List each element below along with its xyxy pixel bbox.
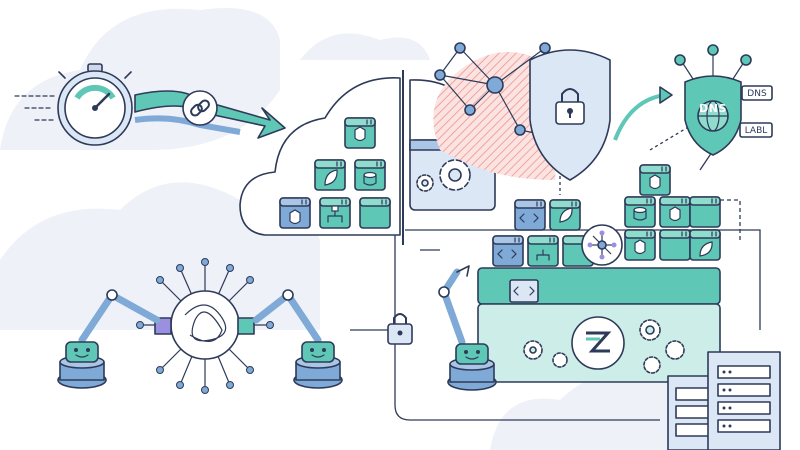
cube-stack-right: [492, 164, 721, 267]
padlock-icon: [387, 313, 413, 345]
code-icon: [509, 279, 539, 303]
gear-icon: [665, 340, 685, 360]
gear-icon: [639, 319, 661, 341]
labl-tag-label: LABL: [745, 126, 768, 136]
dns-badge-text: DNS: [699, 102, 727, 115]
labl-tag: [739, 122, 773, 138]
shield-icon: [634, 239, 646, 255]
gear-icon: [643, 356, 661, 374]
padlock-icon: [555, 88, 585, 125]
leaf-icon: [559, 207, 573, 223]
shield-icon: [354, 126, 366, 142]
shield-icon: [669, 206, 681, 222]
server-rack-icon: [667, 351, 781, 450]
dns-tag-label: DNS: [747, 89, 767, 99]
robot-arm-icon: [438, 265, 497, 391]
brand-logo-icon: [571, 316, 625, 370]
hub-node-icon: [581, 224, 623, 266]
robot-arm-icon: [252, 289, 343, 389]
robot-arm-icon: [57, 289, 161, 389]
leaf-icon: [699, 241, 713, 257]
database-icon: [633, 206, 647, 214]
cube-stack-cloud: [279, 117, 391, 229]
code-icon: [519, 213, 539, 223]
chain-link-icon: [182, 90, 218, 126]
stopwatch-icon: [14, 63, 133, 146]
hierarchy-icon: [536, 249, 550, 261]
hierarchy-icon: [327, 209, 343, 223]
gear-icon: [439, 159, 471, 191]
database-icon: [363, 171, 377, 179]
dns-tag: [741, 85, 773, 101]
arrow-to-dns: [613, 86, 673, 141]
gear-icon: [552, 352, 568, 368]
code-icon: [497, 249, 517, 259]
shield-icon: [529, 49, 611, 181]
platform-base: [477, 267, 721, 383]
dns-shield-icon: DNS DNS LABL: [674, 44, 773, 156]
gear-icon: [416, 174, 434, 192]
gear-icon: [523, 340, 543, 360]
shield-icon: [649, 174, 661, 190]
leaf-icon: [324, 169, 338, 186]
network-node-icon: [433, 42, 560, 180]
shield-icon: [289, 209, 301, 225]
neural-network-icon: [136, 258, 274, 394]
